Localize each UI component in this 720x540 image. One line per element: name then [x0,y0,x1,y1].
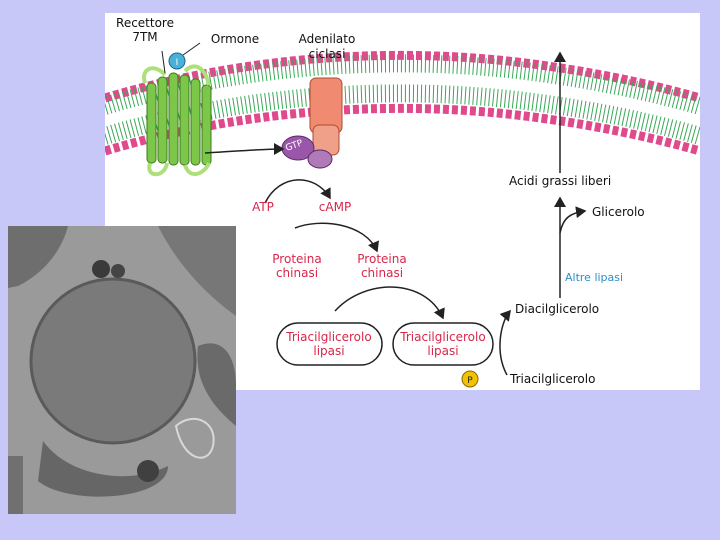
svg-text:I: I [176,58,179,68]
receptor-pointer [162,51,165,73]
other-lipases-label: Altre lipasi [565,271,623,284]
camp-label: cAMP [319,200,351,214]
phosphate-label: P [467,376,473,386]
receptor-7tm [144,66,211,174]
hormone-pointer [183,43,200,55]
pk-active-label-line2: chinasi [361,266,403,280]
hormone-molecule: I [169,53,185,69]
pk-active-label-line1: Proteina [357,252,406,266]
adenylate-cyclase-label-line1: Adenilato [299,32,356,46]
glycerol-label: Glicerolo [592,205,645,219]
receptor-to-gprotein-arrow [205,149,283,153]
receptor-label-line1: Recettore [116,16,174,30]
free-fatty-acids-label: Acidi grassi liberi [509,174,611,188]
lipase-active-label-line1: Triacilglicerolo [399,330,485,344]
atp-label: ATP [252,200,274,214]
receptor-label-line2: 7TM [132,30,157,44]
lipase-active-label-line2: lipasi [427,344,458,358]
pka-activation-arrow [295,223,377,251]
pk-inactive-label-line1: Proteina [272,252,321,266]
lipase-inactive-label-line2: lipasi [313,344,344,358]
lipase-activation-arrow [335,287,443,318]
adenylate-cyclase-label-line2: ciclasi [309,47,346,61]
tag-to-dag-arrow [500,311,510,375]
glycerol-branch-arrow [560,211,585,233]
pk-inactive-label-line2: chinasi [276,266,318,280]
lipase-inactive-label-line1: Triacilglicerolo [285,330,371,344]
hormone-label: Ormone [211,32,259,46]
micrograph-image [8,226,236,514]
adenylate-cyclase [310,78,342,155]
electron-micrograph [8,226,236,514]
diacylglycerol-label: Diacilglicerolo [515,302,599,316]
triacylglycerol-label: Triacilglicerolo [509,372,595,386]
